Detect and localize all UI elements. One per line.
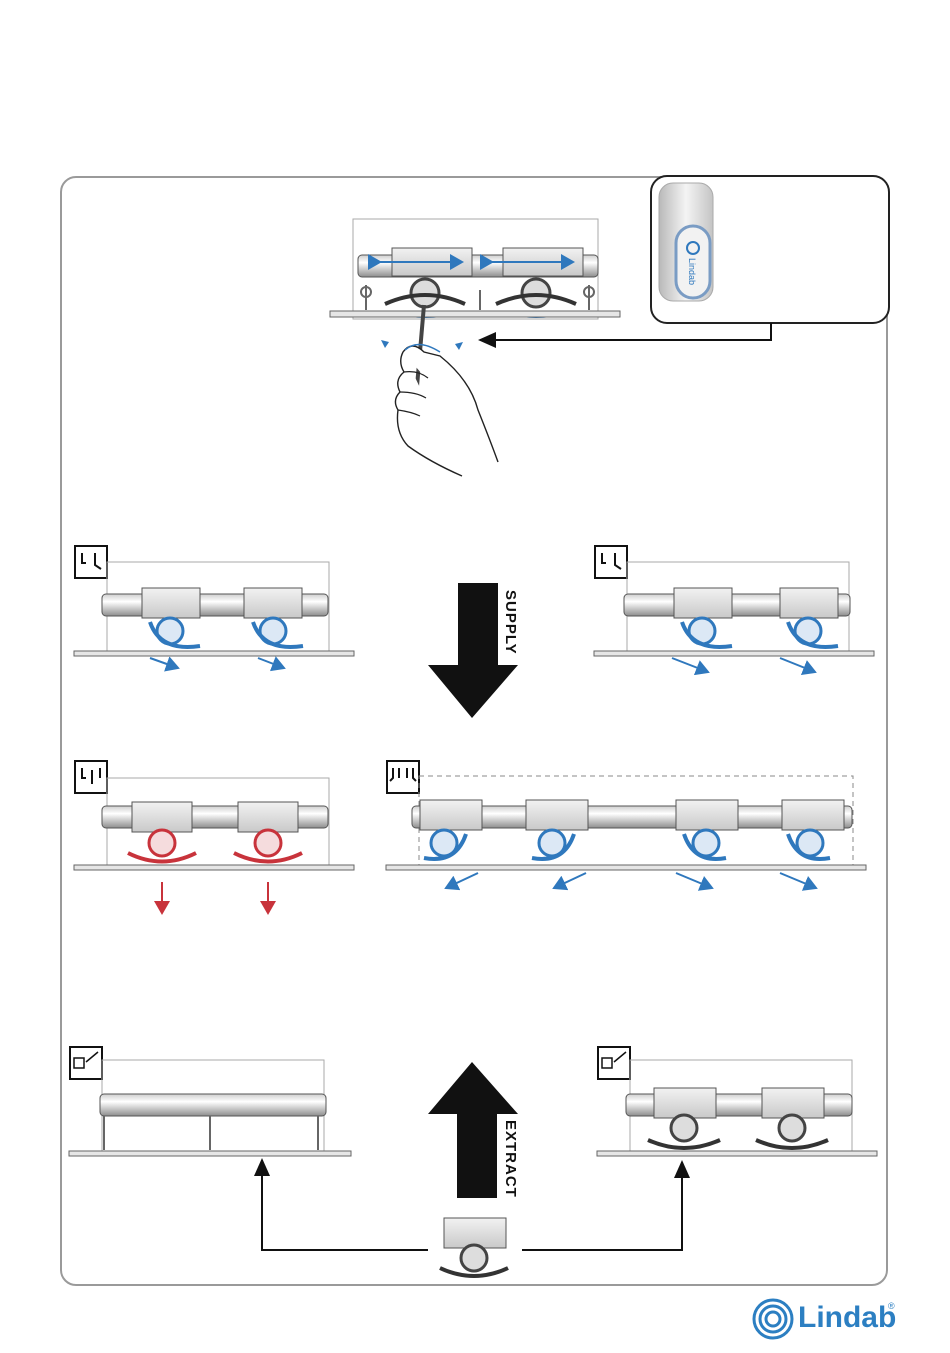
- directional-supply-icon-right: [595, 546, 627, 578]
- extract-config-right: [597, 1047, 877, 1156]
- supply-label: SUPPLY: [502, 590, 519, 655]
- two-way-supply-config: [386, 761, 866, 888]
- lindab-logo-text: Lindab: [798, 1301, 896, 1335]
- adjustment-assembly: [330, 219, 620, 319]
- detail-arrow-left: [262, 1160, 428, 1250]
- tool-brand-text: Lindab: [687, 258, 697, 285]
- vertical-supply-config: [74, 761, 354, 913]
- callout-pointer-arrow: [480, 323, 771, 340]
- nozzle-detail: [440, 1218, 508, 1276]
- extract-config-left: [69, 1047, 351, 1156]
- tool-callout: Lindab: [651, 176, 889, 323]
- supply-config-left: [74, 546, 354, 668]
- hand-illustration: [381, 305, 498, 476]
- detail-arrow-right: [522, 1162, 682, 1250]
- supply-config-right: [594, 546, 874, 672]
- registered-mark: ®: [888, 1301, 895, 1311]
- directional-supply-icon: [75, 546, 107, 578]
- extract-label: EXTRACT: [502, 1120, 519, 1198]
- two-way-supply-icon: [387, 761, 419, 793]
- lindab-logo-mark: [754, 1300, 792, 1338]
